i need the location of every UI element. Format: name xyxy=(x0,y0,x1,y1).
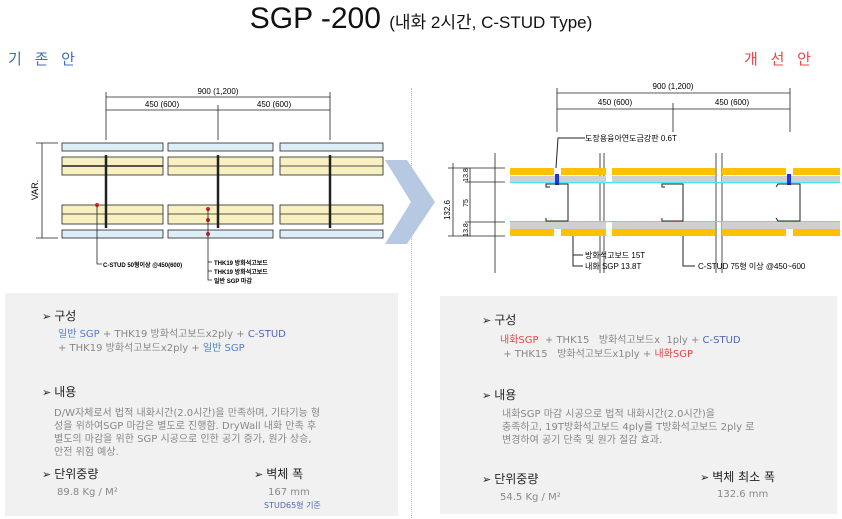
dim-thickness: 132.6 xyxy=(443,199,452,220)
content-heading: ➢내용 xyxy=(42,385,77,399)
dim-half-1: 450 (600) xyxy=(598,98,633,107)
weight-value: 89.8 Kg / M² xyxy=(57,487,118,498)
weight-heading: ➢단위중량 xyxy=(482,472,539,486)
arrow-right-icon xyxy=(385,160,435,244)
label-board: 방화석고보드 15T xyxy=(585,250,645,260)
width-note: STUD65형 기준 xyxy=(264,501,321,510)
label-board-2: THK19 방화석고보드 xyxy=(214,268,268,276)
label-stud: C-STUD 50형이상 @450(600) xyxy=(103,261,182,269)
dim-half-2: 450 (600) xyxy=(715,98,750,107)
label-steel: 도장용융아연도금강판 0.6T xyxy=(585,133,677,143)
width-value: 167 mm xyxy=(268,487,310,498)
page-title: SGP -200 (내화 2시간, C-STUD Type) xyxy=(249,2,593,35)
content-heading: ➢내용 xyxy=(482,388,517,402)
dim-var: VAR. xyxy=(30,180,40,200)
section-improved: 개 선 안 xyxy=(744,50,815,68)
composition-text: 일반 SGP + THK19 방화석고보드x2ply + C-STUD + TH… xyxy=(58,329,286,354)
composition-text: 내화SGP + THK15 방화석고보드x 1ply + C-STUD + TH… xyxy=(500,335,741,360)
width-heading: ➢벽체 최소 폭 xyxy=(700,470,776,484)
composition-heading: ➢구성 xyxy=(482,313,517,327)
label-board-1: THK19 방화석고보드 xyxy=(214,259,268,267)
existing-info-panel: ➢구성 일반 SGP + THK19 방화석고보드x2ply + C-STUD … xyxy=(5,293,398,516)
improved-diagram: 900 (1,200) 450 (600) 450 (600) 132.6 13… xyxy=(443,82,840,273)
dim-half-1: 450 (600) xyxy=(145,100,180,109)
dim-138-top: 13.8 xyxy=(463,168,470,182)
width-value: 132.6 mm xyxy=(717,489,769,500)
label-stud: C-STUD 75형 이상 @450~600 xyxy=(698,261,806,271)
dim-138-bottom: 13.8 xyxy=(463,223,470,237)
composition-heading: ➢구성 xyxy=(42,309,77,323)
existing-diagram: 900 (1,200) 450 (600) 450 (600) VAR. C-S… xyxy=(30,87,384,285)
dim-half-2: 450 (600) xyxy=(257,100,292,109)
label-sgp: 일반 SGP 마감 xyxy=(214,277,252,285)
section-existing: 기 존 안 xyxy=(8,50,79,68)
dim-75: 75 xyxy=(463,199,470,207)
weight-heading: ➢단위중량 xyxy=(42,467,99,481)
width-heading: ➢벽체 폭 xyxy=(254,467,304,481)
improved-info-panel: ➢구성 내화SGP + THK15 방화석고보드x 1ply + C-STUD … xyxy=(440,296,837,514)
dim-total: 900 (1,200) xyxy=(653,82,694,91)
weight-value: 54.5 Kg / M² xyxy=(500,492,561,503)
dim-total: 900 (1,200) xyxy=(198,87,239,96)
label-sgp: 내화 SGP 13.8T xyxy=(585,262,641,271)
divider xyxy=(411,88,412,518)
